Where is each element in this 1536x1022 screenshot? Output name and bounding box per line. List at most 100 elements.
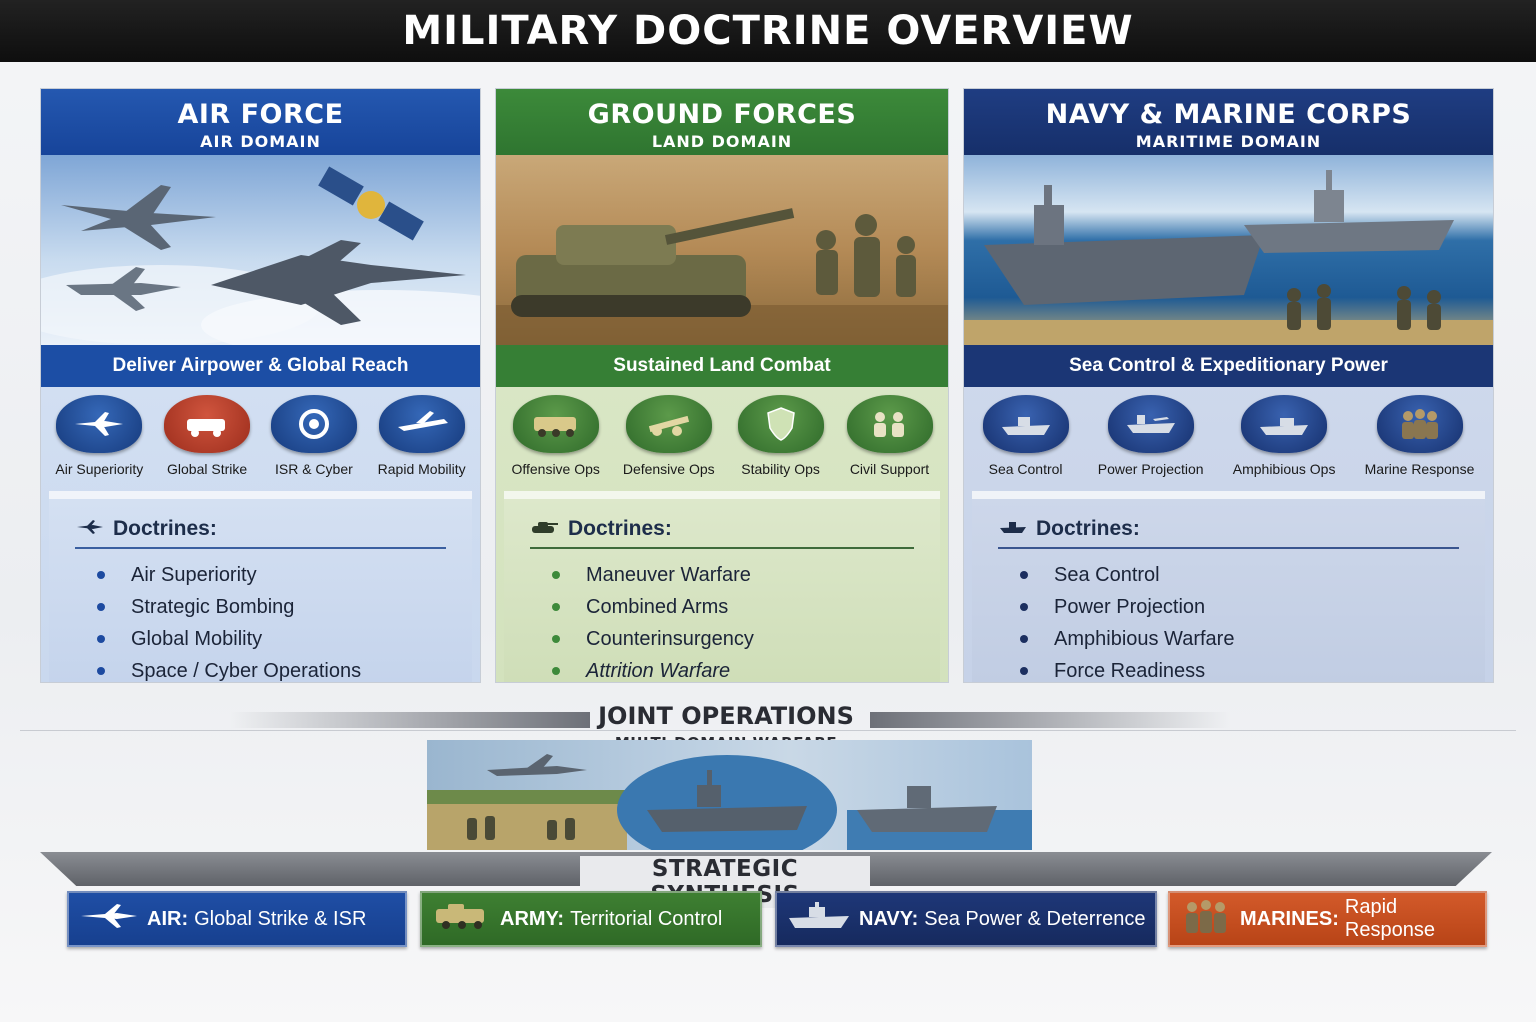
ground-forces-tagline: Sustained Land Combat: [496, 345, 948, 387]
capability-label: Rapid Mobility: [377, 461, 466, 477]
banner-wing-left: [230, 712, 590, 728]
warship-icon: [647, 770, 807, 832]
armored-vehicle-icon: [432, 901, 492, 937]
divider: [530, 547, 914, 549]
marines-icon: [1287, 284, 1441, 330]
capability-sea-control: Sea Control: [982, 395, 1069, 487]
doctrine-item: Combined Arms: [552, 591, 940, 623]
strike-vehicle-icon: [164, 395, 251, 453]
bullet-icon: [552, 635, 560, 643]
doctrine-item: Attrition Warfare: [552, 655, 940, 682]
doctrine-item: Force Readiness: [1020, 655, 1485, 682]
capability-offensive-ops: Offensive Ops: [511, 395, 600, 487]
capability-power-projection: Power Projection: [1098, 395, 1204, 487]
artillery-icon: [625, 395, 712, 453]
doctrine-item: Power Projection: [1020, 591, 1485, 623]
capability-label: Marine Response: [1364, 461, 1475, 477]
service-role: Territorial Control: [570, 907, 723, 930]
jet-icon: [75, 517, 105, 541]
air-force-tagline: Deliver Airpower & Global Reach: [41, 345, 480, 387]
doctrine-text: Force Readiness: [1054, 659, 1206, 682]
capability-global-strike: Global Strike: [164, 395, 251, 487]
doctrine-text: Air Superiority: [131, 563, 257, 586]
doctrines-list: Sea Control Power Projection Amphibious …: [972, 549, 1485, 682]
capability-icons: Air Superiority Global Strike ISR & Cybe…: [41, 387, 480, 487]
capability-marine-response: Marine Response: [1364, 395, 1475, 487]
bomber-jet-icon: [211, 240, 466, 325]
capability-label: Stability Ops: [741, 461, 820, 477]
synthesis-air: AIR: Global Strike & ISR: [67, 891, 407, 947]
ground-forces-panel: GROUND FORCES LAND DOMAIN Sustained Land…: [495, 88, 949, 683]
capability-isr-cyber: ISR & Cyber: [270, 395, 357, 487]
bullet-icon: [1020, 667, 1028, 675]
capability-label: Air Superiority: [55, 461, 144, 477]
bullet-icon: [97, 635, 105, 643]
air-force-panel: AIR FORCE AIR DOMAIN: [40, 88, 481, 683]
capability-label: Offensive Ops: [511, 461, 600, 477]
panel-subtitle: LAND DOMAIN: [651, 132, 793, 151]
doctrines-heading: Doctrines:: [49, 499, 472, 541]
service-name: NAVY:: [859, 907, 919, 930]
doctrine-item: Amphibious Warfare: [1020, 623, 1485, 655]
carrier-icon: [1107, 395, 1194, 453]
capability-label: Civil Support: [849, 461, 930, 477]
doctrine-text: Strategic Bombing: [131, 595, 295, 618]
joint-operations-title: JOINT OPERATIONS: [598, 702, 854, 730]
doctrines-list: Maneuver Warfare Combined Arms Counterin…: [504, 549, 940, 682]
fighter-jet-icon: [66, 267, 181, 311]
doctrine-item: Air Superiority: [97, 559, 472, 591]
bullet-icon: [552, 603, 560, 611]
air-force-header: AIR FORCE AIR DOMAIN: [41, 89, 480, 155]
capability-civil-support: Civil Support: [846, 395, 933, 487]
panel-title: AIR FORCE: [177, 99, 344, 130]
armored-vehicle-icon: [512, 395, 599, 453]
amphibious-ship-icon: [1241, 395, 1328, 453]
service-name: AIR:: [147, 907, 189, 930]
doctrine-item: Space / Cyber Operations: [97, 655, 472, 682]
navy-tagline: Sea Control & Expeditionary Power: [964, 345, 1493, 387]
ground-forces-header: GROUND FORCES LAND DOMAIN: [496, 89, 948, 155]
capability-defensive-ops: Defensive Ops: [623, 395, 715, 487]
page-title: MILITARY DOCTRINE OVERVIEW: [402, 8, 1134, 54]
capability-stability-ops: Stability Ops: [737, 395, 824, 487]
divider-line: [20, 730, 1516, 731]
bullet-icon: [97, 603, 105, 611]
soldiers-icon: [467, 816, 575, 840]
jet-icon: [79, 902, 139, 936]
navy-marine-panel: NAVY & MARINE CORPS MARITIME DOMAIN: [963, 88, 1494, 683]
fighter-jet-icon: [487, 754, 587, 776]
doctrine-item: Global Mobility: [97, 623, 472, 655]
bullet-icon: [1020, 603, 1028, 611]
ground-forces-image: [496, 155, 948, 345]
aircraft-carrier-icon: [984, 185, 1264, 305]
bullet-icon: [1020, 635, 1028, 643]
capability-label: Global Strike: [167, 461, 248, 477]
doctrines-box: Doctrines: Maneuver Warfare Combined Arm…: [504, 491, 940, 682]
capability-label: Sea Control: [988, 461, 1063, 477]
capability-label: Power Projection: [1097, 461, 1204, 477]
joint-operations-image: [427, 740, 1032, 850]
panel-title: NAVY & MARINE CORPS: [1045, 99, 1412, 130]
capability-amphibious-ops: Amphibious Ops: [1233, 395, 1335, 487]
doctrine-text: Global Mobility: [131, 627, 263, 650]
synthesis-army: ARMY: Territorial Control: [420, 891, 762, 947]
capability-rapid-mobility: Rapid Mobility: [378, 395, 466, 487]
destroyer-icon: [857, 786, 997, 832]
bullet-icon: [1020, 571, 1028, 579]
marines-icon: [1180, 897, 1232, 941]
doctrines-label: Doctrines:: [113, 517, 217, 540]
panel-subtitle: AIR DOMAIN: [200, 132, 321, 151]
panel-title: GROUND FORCES: [587, 99, 857, 130]
warship-icon: [998, 517, 1028, 541]
service-role: Sea Power & Deterrence: [924, 907, 1146, 930]
capability-icons: Offensive Ops Defensive Ops Stability Op…: [496, 387, 948, 487]
bullet-icon: [552, 667, 560, 675]
doctrines-list: Air Superiority Strategic Bombing Global…: [49, 549, 472, 682]
soldiers-icon: [816, 214, 916, 297]
shield-icon: [737, 395, 824, 453]
service-name: MARINES:: [1240, 907, 1339, 930]
doctrine-text: Space / Cyber Operations: [131, 659, 362, 682]
doctrines-heading: Doctrines:: [972, 499, 1485, 541]
doctrine-text: Counterinsurgency: [586, 627, 754, 650]
divider: [998, 547, 1459, 549]
